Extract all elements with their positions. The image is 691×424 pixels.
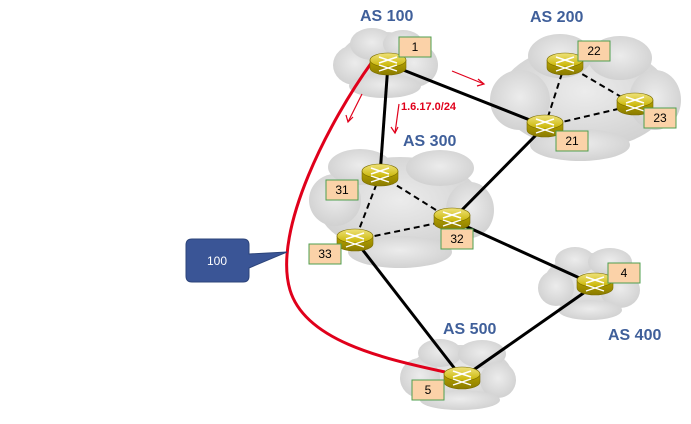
router-label-4: 4: [607, 262, 641, 284]
router-5-icon: [443, 366, 481, 390]
svg-text:32: 32: [450, 232, 464, 246]
svg-text:4: 4: [621, 266, 628, 280]
router-label-1: 1: [398, 36, 432, 58]
callout-text: 100: [207, 254, 227, 268]
as-100-label: AS 100: [360, 8, 413, 25]
link-21-32: [450, 124, 547, 222]
svg-text:1: 1: [412, 40, 419, 54]
link-33-5: [353, 239, 464, 379]
router-label-5: 5: [411, 379, 445, 401]
svg-text:21: 21: [565, 134, 579, 148]
as-300-label: AS 300: [403, 133, 456, 150]
svg-text:5: 5: [425, 383, 432, 397]
link-1-31: [378, 63, 390, 176]
router-labels: 1 22 21 23 31 32 33 4: [308, 36, 677, 401]
link-4-5: [461, 283, 596, 380]
local-pref-callout: 100: [185, 238, 288, 283]
prefix-label: 1.6.17.0/24: [401, 101, 457, 113]
router-label-23: 23: [643, 107, 677, 129]
announcement-arrows: [345, 70, 486, 135]
router-label-33: 33: [308, 243, 342, 265]
arrow-toward-as500: [347, 93, 363, 123]
as-400-label: AS 400: [608, 327, 661, 344]
highlighted-route: [285, 61, 446, 374]
router-label-22: 22: [577, 40, 611, 62]
router-label-21: 21: [555, 130, 589, 152]
svg-text:22: 22: [587, 44, 601, 58]
svg-text:23: 23: [653, 111, 667, 125]
router-32-icon: [433, 207, 471, 231]
router-label-32: 32: [440, 228, 474, 250]
svg-text:31: 31: [335, 183, 349, 197]
link-32-4: [451, 218, 596, 287]
inter-as-links: [353, 62, 596, 380]
router-31-icon: [361, 163, 399, 187]
as-500-label: AS 500: [443, 321, 496, 338]
router-label-31: 31: [325, 179, 359, 201]
link-1-21: [387, 62, 546, 128]
arrow-toward-as300: [394, 103, 400, 134]
svg-text:33: 33: [318, 247, 332, 261]
router-33-icon: [336, 228, 374, 252]
arrow-toward-as200: [451, 70, 485, 85]
as-200-label: AS 200: [530, 9, 583, 26]
